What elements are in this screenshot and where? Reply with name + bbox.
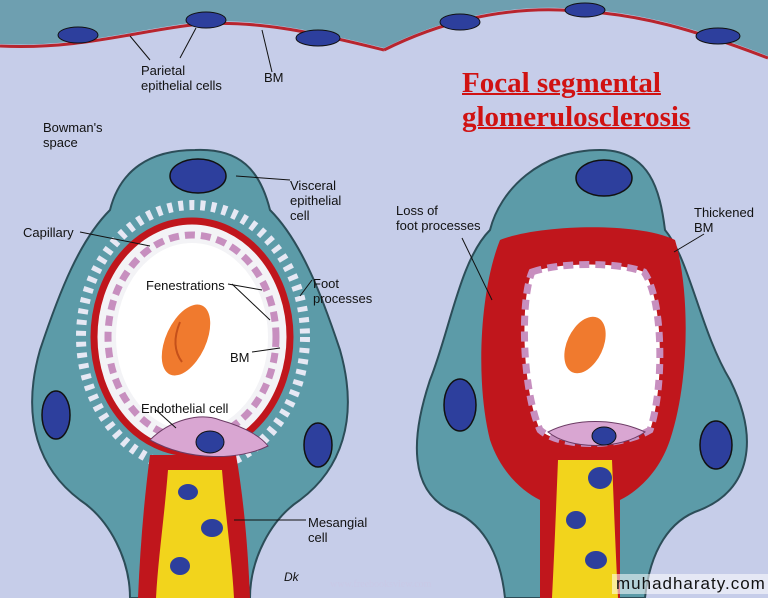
visceral-nucleus [41, 390, 71, 440]
label-capillary: Capillary [23, 225, 74, 240]
parietal-nucleus [564, 2, 606, 18]
endothelial-nucleus [195, 430, 225, 454]
visceral-nucleus [443, 378, 477, 432]
red-blood-cell-left [161, 304, 211, 376]
mesangial-nucleus [585, 551, 607, 569]
label-visceral-epithelial-cell: Visceral epithelial cell [290, 178, 342, 223]
label-loss-of-foot-processes: Loss of foot processes [396, 203, 481, 233]
rbc-center-left [174, 321, 183, 363]
label-bm-top: BM [264, 70, 284, 85]
parietal-nucleus [695, 27, 741, 45]
label-mesangial-cell: Mesangial cell [308, 515, 368, 545]
label-thickened-bm: Thickened BM [694, 205, 754, 235]
figure-title: Focal segmental glomerulosclerosis [462, 67, 691, 133]
mesangial-nucleus [566, 511, 586, 529]
site-watermark: muhadharaty.com [612, 574, 768, 594]
visceral-nucleus [699, 420, 733, 470]
mesangial-nucleus [588, 467, 612, 489]
artist-signature: Dk [284, 570, 299, 584]
parietal-nucleus [295, 29, 341, 47]
visceral-nucleus [303, 422, 333, 468]
small-watermark: www.freebooksview.com [330, 579, 432, 590]
visceral-nucleus [575, 159, 633, 197]
visceral-nucleus [169, 158, 227, 194]
mesangial-nucleus [201, 519, 223, 537]
endothelial-nucleus [591, 426, 617, 446]
leader-lines [79, 27, 705, 521]
label-foot-processes: Foot processes [313, 276, 373, 306]
parietal-epithelium-right [384, 0, 768, 56]
parietal-nucleus [185, 11, 227, 29]
label-endothelial-cell: Endothelial cell [141, 401, 229, 416]
label-bowmans-space: Bowman's space [43, 120, 103, 150]
mesangial-nucleus [178, 484, 198, 500]
parietal-nucleus [439, 13, 481, 31]
label-parietal-epithelial-cells: Parietal epithelial cells [141, 63, 222, 93]
label-bm-mid: BM [230, 350, 250, 365]
label-fenestrations: Fenestrations [146, 278, 225, 293]
red-blood-cell-right [564, 316, 606, 374]
parietal-nucleus [57, 26, 99, 44]
mesangial-nucleus [170, 557, 190, 575]
